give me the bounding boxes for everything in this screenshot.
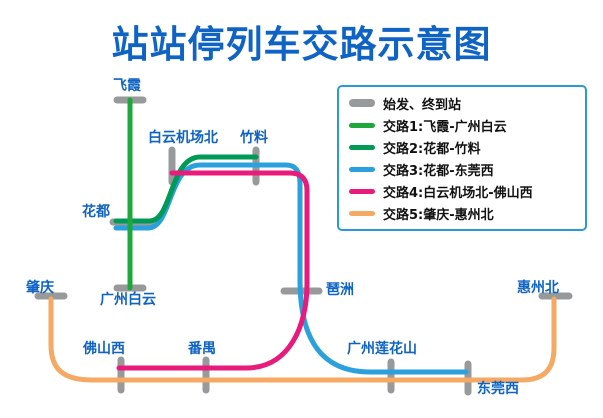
- legend-item-route3: 交路3:花都-东莞西: [349, 161, 575, 179]
- station-label-zhaoqing: 肇庆: [26, 280, 54, 296]
- page-title: 站站停列车交路示意图: [111, 23, 492, 66]
- station-label-baiyun-airport-north: 白云机场北: [148, 130, 218, 146]
- station-label-huizhou-north: 惠州北: [517, 280, 559, 296]
- station-label-huadu: 花都: [82, 204, 110, 220]
- legend-label-route5: 交路5:肇庆-惠州北: [383, 207, 494, 223]
- legend-label-route3: 交路3:花都-东莞西: [383, 163, 494, 179]
- station-label-guangzhou-lianhuashan: 广州莲花山: [347, 341, 417, 357]
- station-label-guangzhou-baiyun: 广州白云: [100, 292, 156, 308]
- station-label-dongguan-west: 东莞西: [477, 381, 519, 397]
- route-5-swatch: [349, 210, 375, 216]
- route-1-swatch: [349, 122, 375, 128]
- route-4-line: [116, 170, 310, 371]
- route-5-line: [48, 296, 557, 383]
- legend-label-route2: 交路2:花都-竹料: [383, 141, 481, 157]
- terminal-station-swatch: [349, 99, 375, 107]
- station-label-zhuliao: 竹料: [240, 130, 268, 146]
- legend-item-route1: 交路1:飞霞-广州白云: [349, 117, 575, 135]
- legend: 始发、终到站 交路1:飞霞-广州白云 交路2:花都-竹料 交路3:花都-东莞西 …: [337, 85, 587, 231]
- station-label-feixia: 飞霞: [113, 78, 141, 94]
- station-label-panyu: 番禺: [188, 341, 216, 357]
- legend-item-route5: 交路5:肇庆-惠州北: [349, 205, 575, 223]
- station-label-foshan-west: 佛山西: [83, 341, 125, 357]
- station-label-pazhou: 琶洲: [326, 282, 354, 298]
- route-3-swatch: [349, 166, 375, 172]
- legend-label-route1: 交路1:飞霞-广州白云: [383, 119, 507, 135]
- route-2-swatch: [349, 144, 375, 150]
- legend-item-route2: 交路2:花都-竹料: [349, 139, 575, 157]
- legend-item-terminal: 始发、终到站: [349, 95, 575, 113]
- route-4-swatch: [349, 188, 375, 194]
- legend-item-route4: 交路4:白云机场北-佛山西: [349, 183, 575, 201]
- route-2-line: [113, 154, 259, 224]
- legend-label-route4: 交路4:白云机场北-佛山西: [383, 185, 533, 201]
- legend-label-terminal: 始发、终到站: [383, 97, 462, 113]
